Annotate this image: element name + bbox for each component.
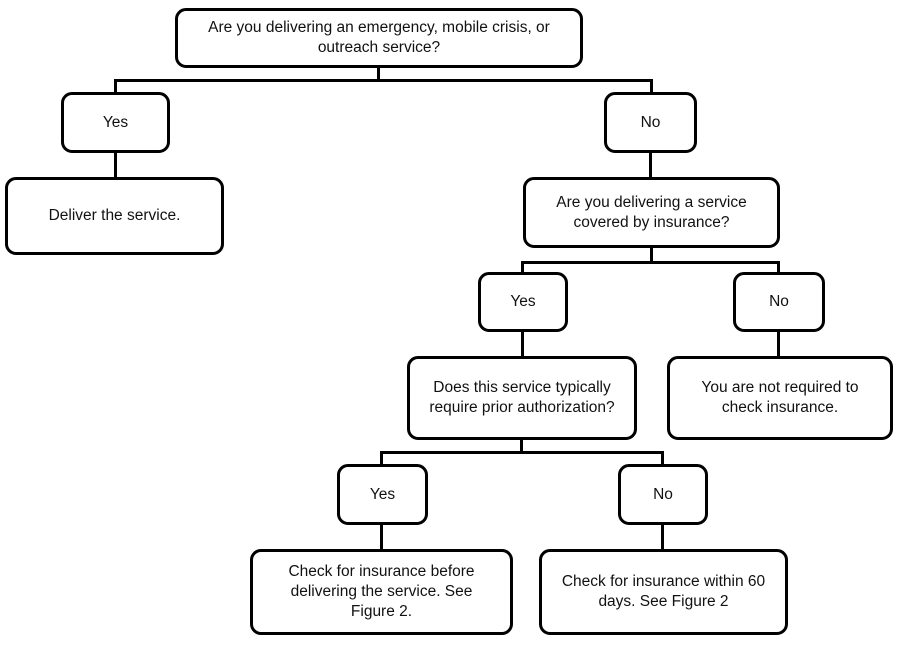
branch-node-emergency-no: No bbox=[604, 92, 697, 153]
connector-q3-stub bbox=[520, 438, 523, 454]
connector-q3-drop-yes bbox=[380, 451, 383, 466]
connector-no3-within bbox=[661, 522, 664, 551]
connector-q2-drop-no bbox=[777, 261, 780, 274]
branch-node-insurance-no: No bbox=[733, 272, 825, 332]
branch-node-emergency-yes: Yes bbox=[61, 92, 170, 153]
outcome-node-deliver-service: Deliver the service. bbox=[5, 177, 224, 255]
decision-node-insurance-covered: Are you delivering a service covered by … bbox=[523, 177, 780, 248]
connector-yes1-deliver bbox=[114, 150, 117, 179]
outcome-node-check-within-60-days: Check for insurance within 60 days. See … bbox=[539, 549, 788, 635]
connector-q2-horizontal bbox=[521, 261, 780, 264]
decision-node-prior-authorization: Does this service typically require prio… bbox=[407, 356, 637, 440]
decision-node-emergency-service: Are you delivering an emergency, mobile … bbox=[175, 8, 583, 68]
branch-node-authorization-no: No bbox=[618, 464, 708, 525]
connector-q1-horizontal bbox=[114, 79, 653, 82]
connector-q1-drop-no bbox=[650, 79, 653, 94]
connector-q1-stub bbox=[377, 66, 380, 81]
connector-q2-drop-yes bbox=[521, 261, 524, 274]
connector-q3-drop-no bbox=[661, 451, 664, 466]
connector-no2-notreq bbox=[777, 330, 780, 358]
outcome-node-not-required: You are not required to check insurance. bbox=[667, 356, 893, 440]
outcome-node-check-before: Check for insurance before delivering th… bbox=[250, 549, 513, 635]
connector-q2-stub bbox=[650, 246, 653, 264]
connector-yes3-before bbox=[380, 522, 383, 551]
branch-node-authorization-yes: Yes bbox=[337, 464, 428, 525]
branch-node-insurance-yes: Yes bbox=[478, 272, 568, 332]
connector-q3-horizontal bbox=[380, 451, 664, 454]
connector-yes2-q3 bbox=[521, 330, 524, 358]
connector-q1-drop-yes bbox=[114, 79, 117, 94]
connector-no1-q2 bbox=[649, 150, 652, 179]
